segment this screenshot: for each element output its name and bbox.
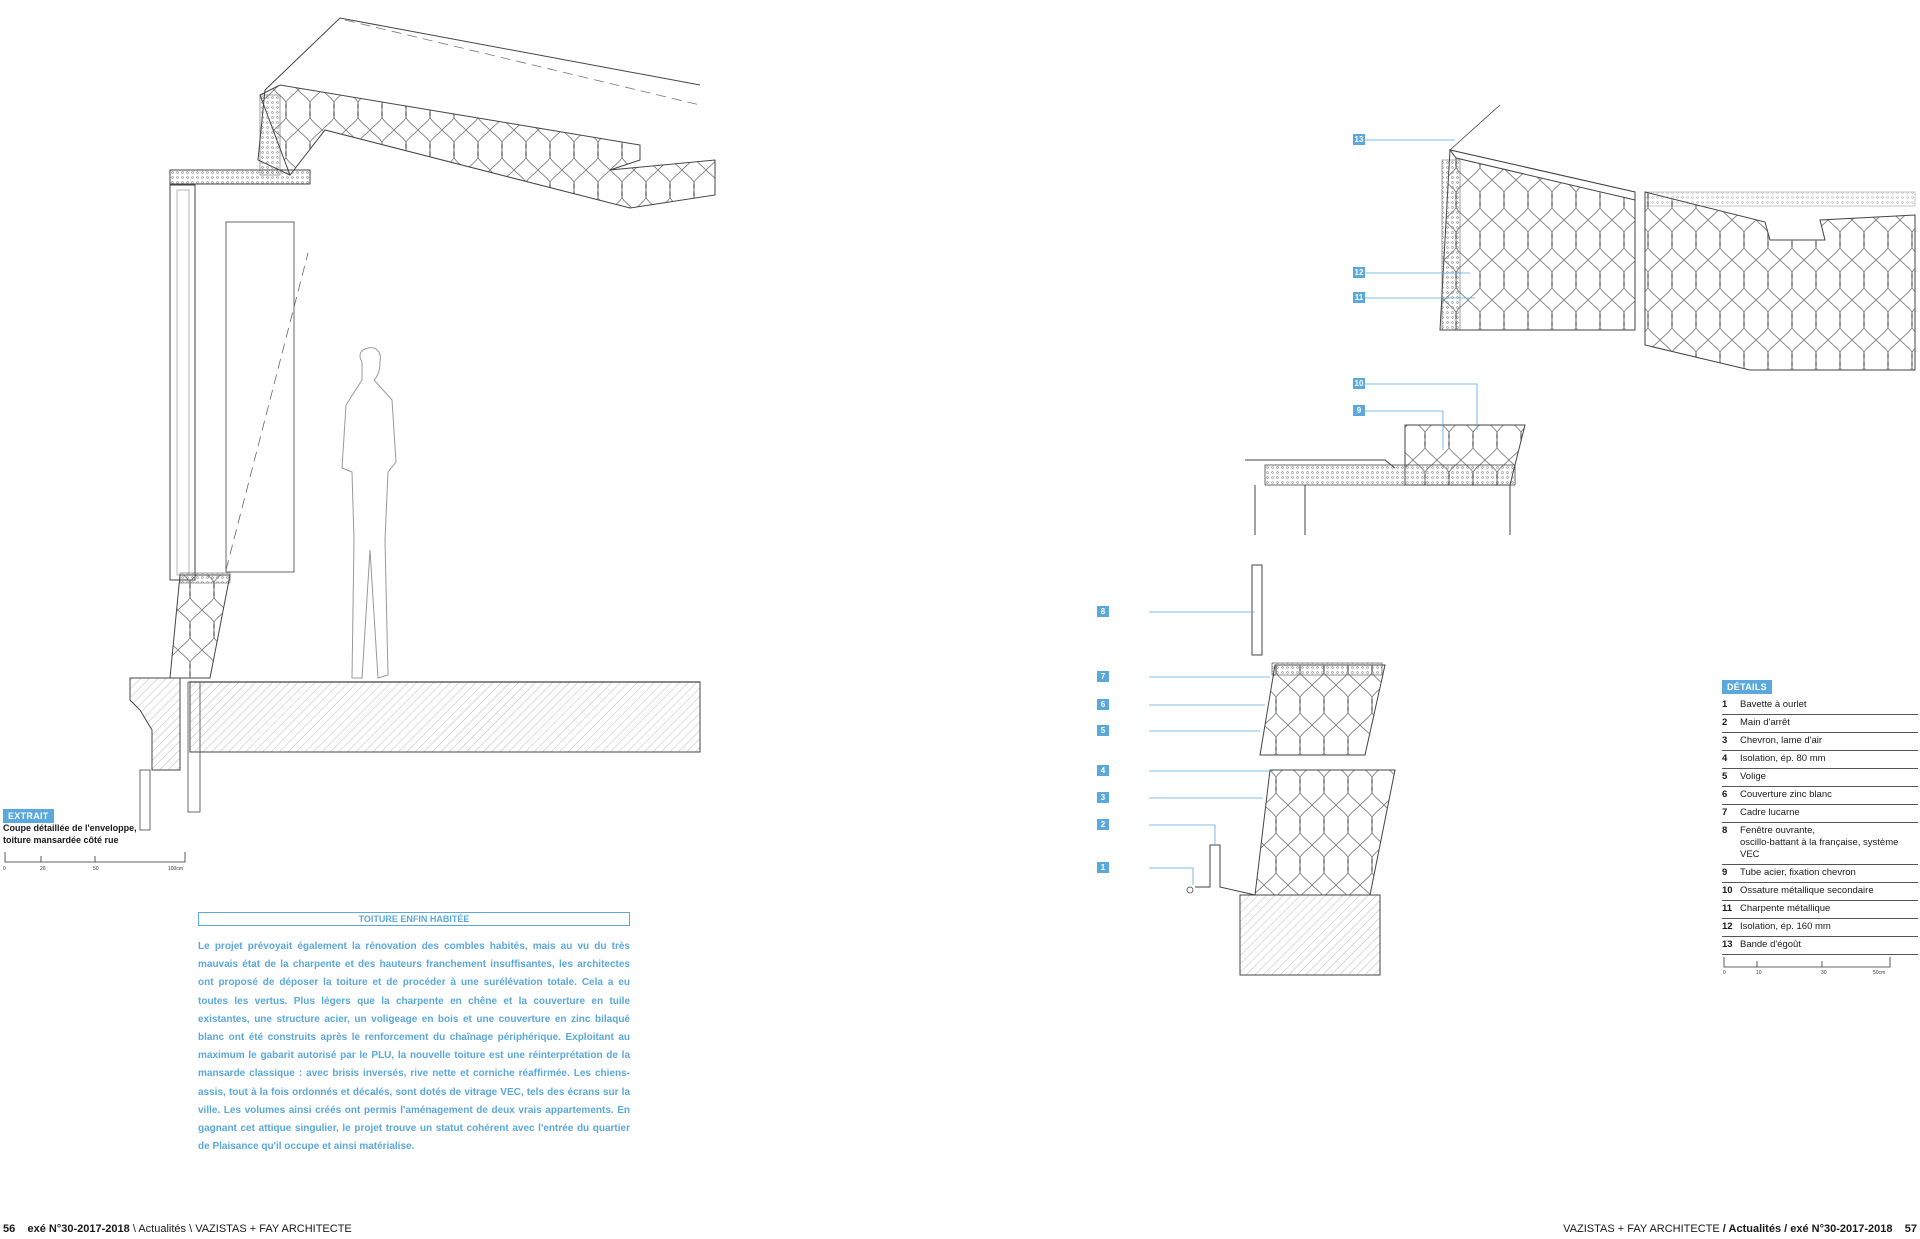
- callout-10: 10: [1353, 378, 1365, 389]
- details-tag: DÉTAILS: [1722, 680, 1772, 694]
- envelope-section-drawing: [129, 17, 716, 831]
- footer-left: 56 exé N°30-2017-2018 \ Actualités \ VAZ…: [3, 1223, 352, 1235]
- legend-item: 11 Charpente métallique: [1722, 901, 1918, 919]
- magazine-issue: exé N°30-2017-2018: [27, 1223, 130, 1235]
- article-body: Le projet prévoyait également la rénovat…: [198, 941, 630, 1153]
- figure-caption: Coupe détaillée de l'enveloppe, toiture …: [3, 822, 163, 846]
- callout-5: 5: [1097, 725, 1109, 736]
- section-name: / Actualités /: [1722, 1223, 1788, 1235]
- magazine-issue: exé N°30-2017-2018: [1790, 1223, 1893, 1235]
- legend-num: 13: [1722, 939, 1733, 950]
- legend-item: 9 Tube acier, fixation chevron: [1722, 865, 1918, 883]
- callout-7: 7: [1097, 671, 1109, 682]
- scale-label: 100cm: [168, 866, 184, 872]
- legend-item: 2 Main d'arrêt: [1722, 715, 1918, 733]
- legend-label: Cadre lucarne: [1740, 807, 1800, 818]
- legend-label: Charpente métallique: [1740, 903, 1831, 914]
- legend-item: 5 Volige: [1722, 769, 1918, 787]
- legend-label: Chevron, lame d'air: [1740, 735, 1823, 746]
- callout-1: 1: [1097, 862, 1109, 873]
- legend-label: Fenêtre ouvrante, oscillo-battant à la f…: [1740, 825, 1899, 860]
- scale-label: 50cm: [1873, 970, 1886, 976]
- legend-label: Bande d'égoût: [1740, 939, 1801, 950]
- details-legend: 1 Bavette à ourlet 2 Main d'arrêt 3 Chevron…: [1722, 697, 1918, 955]
- legend-item: 8 Fenêtre ouvrante, oscillo-battant à la …: [1722, 823, 1918, 865]
- legend-num: 6: [1722, 789, 1728, 800]
- legend-item: 6 Couverture zinc blanc: [1722, 787, 1918, 805]
- legend-label: Isolation, ép. 160 mm: [1740, 921, 1831, 932]
- legend-item: 1 Bavette à ourlet: [1722, 697, 1918, 715]
- caption-line: toiture mansardée côté rue: [3, 835, 119, 845]
- callout-13: 13: [1353, 134, 1365, 145]
- callout-12: 12: [1353, 267, 1365, 278]
- project-name: VAZISTAS + FAY ARCHITECTE: [195, 1223, 352, 1235]
- callout-11: 11: [1353, 292, 1365, 303]
- details-scale-bar: [1723, 957, 1891, 968]
- legend-item: 10 Ossature métallique secondaire: [1722, 883, 1918, 901]
- legend-num: 11: [1722, 903, 1733, 914]
- footer-right: VAZISTAS + FAY ARCHITECTE / Actualités /…: [1563, 1223, 1917, 1235]
- section-name: \ Actualités \: [132, 1223, 193, 1235]
- callout-leaders: [1149, 139, 1478, 885]
- legend-num: 2: [1722, 717, 1728, 728]
- legend-label: Tube acier, fixation chevron: [1740, 867, 1856, 878]
- roof-detail-drawing: [1439, 104, 1916, 371]
- scale-label: 0: [3, 866, 6, 872]
- legend-item: 3 Chevron, lame d'air: [1722, 733, 1918, 751]
- legend-num: 3: [1722, 735, 1728, 746]
- legend-label: Main d'arrêt: [1740, 717, 1790, 728]
- legend-num: 1: [1722, 699, 1728, 710]
- page-number: 56: [3, 1223, 16, 1235]
- legend-item: 13 Bande d'égoût: [1722, 937, 1918, 955]
- legend-num: 5: [1722, 771, 1728, 782]
- callout-3: 3: [1097, 792, 1109, 803]
- callout-8: 8: [1097, 606, 1109, 617]
- legend-num: 8: [1722, 825, 1728, 836]
- scale-label: 50: [93, 866, 99, 872]
- legend-num: 10: [1722, 885, 1733, 896]
- scale-label: 30: [1821, 970, 1827, 976]
- legend-num: 12: [1722, 921, 1733, 932]
- legend-item: 4 Isolation, ép. 80 mm: [1722, 751, 1918, 769]
- legend-num: 9: [1722, 867, 1728, 878]
- caption-line: Coupe détaillée de l'enveloppe,: [3, 823, 137, 833]
- legend-label: Couverture zinc blanc: [1740, 789, 1832, 800]
- legend-item: 7 Cadre lucarne: [1722, 805, 1918, 823]
- callout-2: 2: [1097, 819, 1109, 830]
- legend-label: Volige: [1740, 771, 1766, 782]
- legend-num: 7: [1722, 807, 1728, 818]
- legend-label: Bavette à ourlet: [1740, 699, 1807, 710]
- scale-bar: [4, 852, 186, 863]
- page-number: 57: [1904, 1223, 1917, 1235]
- project-name: VAZISTAS + FAY ARCHITECTE: [1563, 1223, 1720, 1235]
- scale-label: 0: [1723, 970, 1726, 976]
- window-head-detail-drawing: [1245, 424, 1526, 535]
- legend-num: 4: [1722, 753, 1728, 764]
- callout-6: 6: [1097, 699, 1109, 710]
- legend-item: 12 Isolation, ép. 160 mm: [1722, 919, 1918, 937]
- scale-label: 20: [40, 866, 46, 872]
- legend-label: Isolation, ép. 80 mm: [1740, 753, 1826, 764]
- extrait-tag: EXTRAIT: [3, 809, 54, 823]
- legend-label: Ossature métallique secondaire: [1740, 885, 1874, 896]
- callout-9: 9: [1353, 405, 1365, 416]
- article-title: TOITURE ENFIN HABITÉE: [198, 912, 630, 926]
- window-sill-detail-drawing: [1186, 564, 1396, 976]
- callout-4: 4: [1097, 765, 1109, 776]
- scale-label: 10: [1756, 970, 1762, 976]
